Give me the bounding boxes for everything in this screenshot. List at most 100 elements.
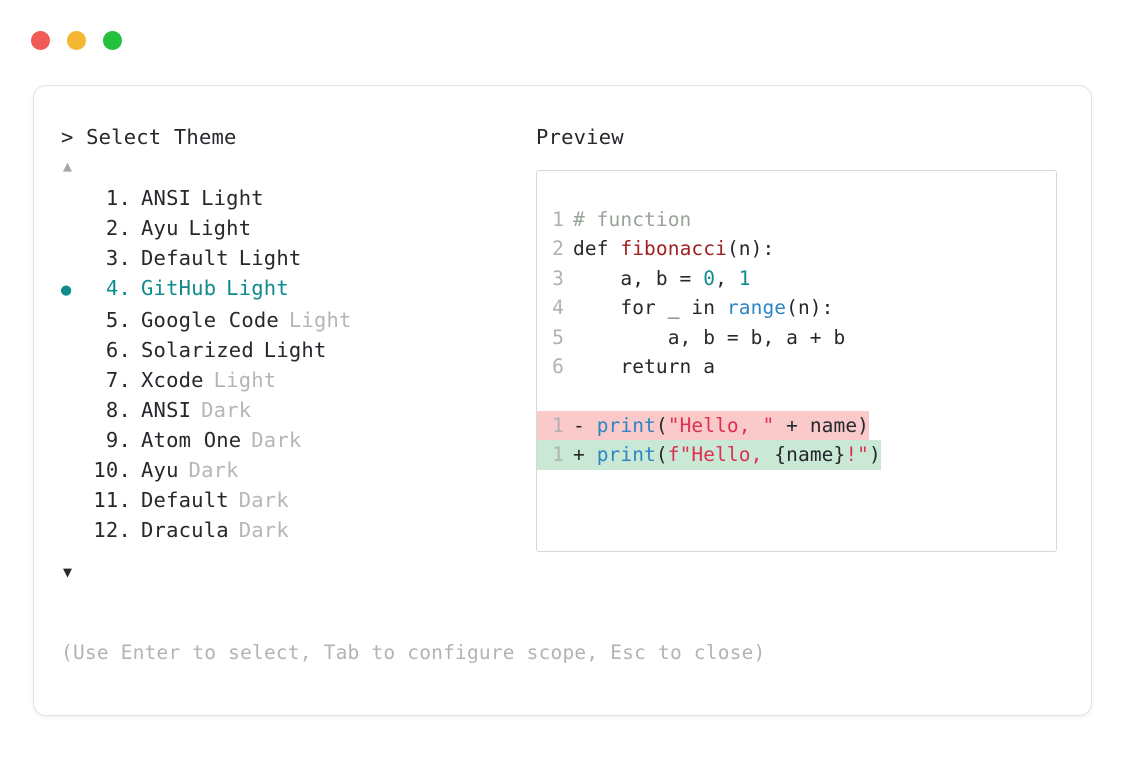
code-token: ) <box>869 443 881 467</box>
theme-index: 6. <box>105 338 131 362</box>
code-content: return a <box>573 352 715 381</box>
code-token: 0 <box>703 266 716 290</box>
theme-name: Ayu <box>141 458 179 482</box>
theme-variant: Dark <box>251 428 302 452</box>
theme-name: Dracula <box>141 518 229 542</box>
page-title: > Select Theme <box>61 125 237 149</box>
code-token: 1 <box>738 266 751 290</box>
theme-index: 1. <box>105 186 131 210</box>
line-number: 3 <box>552 266 564 290</box>
theme-variant: Light <box>263 338 327 362</box>
theme-list-item[interactable]: 12. Dracula Dark <box>61 515 531 545</box>
theme-name: GitHub <box>141 276 217 300</box>
theme-name: Default <box>141 488 229 512</box>
theme-name: Google Code <box>141 308 279 332</box>
theme-variant: Dark <box>201 398 252 422</box>
theme-name: Ayu <box>141 216 179 240</box>
theme-variant: Dark <box>238 488 289 512</box>
line-number: 4 <box>552 296 564 320</box>
code-token: print <box>596 443 656 467</box>
theme-list-item[interactable]: 9. Atom One Dark <box>61 425 531 455</box>
code-line: 2 def fibonacci(n): <box>537 234 1056 263</box>
code-spacer <box>537 381 1056 410</box>
code-token: ( <box>655 443 668 467</box>
code-token: (n): <box>726 237 775 261</box>
code-content: # function <box>573 205 691 234</box>
code-token: f"Hello, <box>667 443 775 467</box>
code-token: , <box>715 266 739 290</box>
theme-index: 11. <box>93 488 131 512</box>
line-number: 1 <box>552 208 564 231</box>
code-token: # function <box>573 208 692 231</box>
code-content: a, b = b, a + b <box>573 323 846 352</box>
scroll-up-icon[interactable]: ▲ <box>63 157 73 175</box>
code-token: a, b = b, a + b <box>573 325 846 349</box>
theme-list-item[interactable]: 11. Default Dark <box>61 485 531 515</box>
diff-line-minus: 1- print("Hello, " + name) <box>537 410 1056 441</box>
theme-variant: Dark <box>188 458 239 482</box>
scroll-down-icon[interactable]: ▼ <box>63 563 73 581</box>
code-token: return a <box>573 355 716 379</box>
theme-variant: Dark <box>238 518 289 542</box>
diff-sign: + <box>573 443 597 467</box>
code-content: def fibonacci(n): <box>573 234 774 263</box>
theme-index: 2. <box>105 216 131 240</box>
line-number: 6 <box>552 355 564 379</box>
theme-name: Default <box>141 246 229 270</box>
code-token: "Hello, " <box>667 413 775 437</box>
code-token: fibonacci <box>620 237 727 261</box>
theme-name: Atom One <box>141 428 242 452</box>
code-line: 4 for _ in range(n): <box>537 293 1056 322</box>
code-token: a, b = <box>573 266 704 290</box>
code-content: for _ in range(n): <box>573 293 834 322</box>
theme-name: ANSI <box>141 186 192 210</box>
theme-list-item[interactable]: 8. ANSI Dark <box>61 395 531 425</box>
theme-list-item[interactable]: 2. Ayu Light <box>61 213 531 243</box>
code-line: 5 a, b = b, a + b <box>537 323 1056 352</box>
code-token: !" <box>845 443 870 467</box>
theme-variant: Light <box>226 276 289 300</box>
preview-label: Preview <box>536 125 624 149</box>
theme-name: ANSI <box>141 398 192 422</box>
theme-index: 9. <box>105 428 131 452</box>
diff-sign: - <box>573 413 597 437</box>
code-content: a, b = 0, 1 <box>573 264 751 293</box>
line-number: 2 <box>552 237 564 261</box>
theme-list-item[interactable]: 3. Default Light <box>61 243 531 273</box>
code-token: print <box>596 413 656 437</box>
theme-variant: Light <box>288 308 352 332</box>
code-token: {name} <box>774 443 846 467</box>
maximize-button[interactable] <box>103 31 122 50</box>
theme-index: 4. <box>105 276 131 300</box>
diff-highlight: 1 + print(f"Hello, {name}!") <box>537 440 881 470</box>
code-token: def <box>573 237 621 261</box>
theme-index: 8. <box>105 398 131 422</box>
theme-variant: Light <box>238 246 302 270</box>
theme-index: 3. <box>105 246 131 270</box>
theme-variant: Light <box>188 216 252 240</box>
keyboard-hint: (Use Enter to select, Tab to configure s… <box>61 641 766 664</box>
line-number: 1 <box>552 413 564 437</box>
line-number: 5 <box>552 325 564 349</box>
close-button[interactable] <box>31 31 50 50</box>
code-token: for _ in <box>573 296 727 320</box>
minimize-button[interactable] <box>67 31 86 50</box>
diff-highlight: 1- print("Hello, " + name) <box>537 410 870 441</box>
preview-box: 1 # function 2 def fibonacci(n): 3 a, b = 0,… <box>536 170 1057 552</box>
line-number: 1 <box>552 443 564 467</box>
theme-index: 7. <box>105 368 131 392</box>
theme-variant: Light <box>213 368 277 392</box>
theme-index: 12. <box>93 518 131 542</box>
code-line: 1 # function <box>537 205 1056 234</box>
code-token: ( <box>655 413 668 437</box>
code-token: range <box>726 296 787 320</box>
